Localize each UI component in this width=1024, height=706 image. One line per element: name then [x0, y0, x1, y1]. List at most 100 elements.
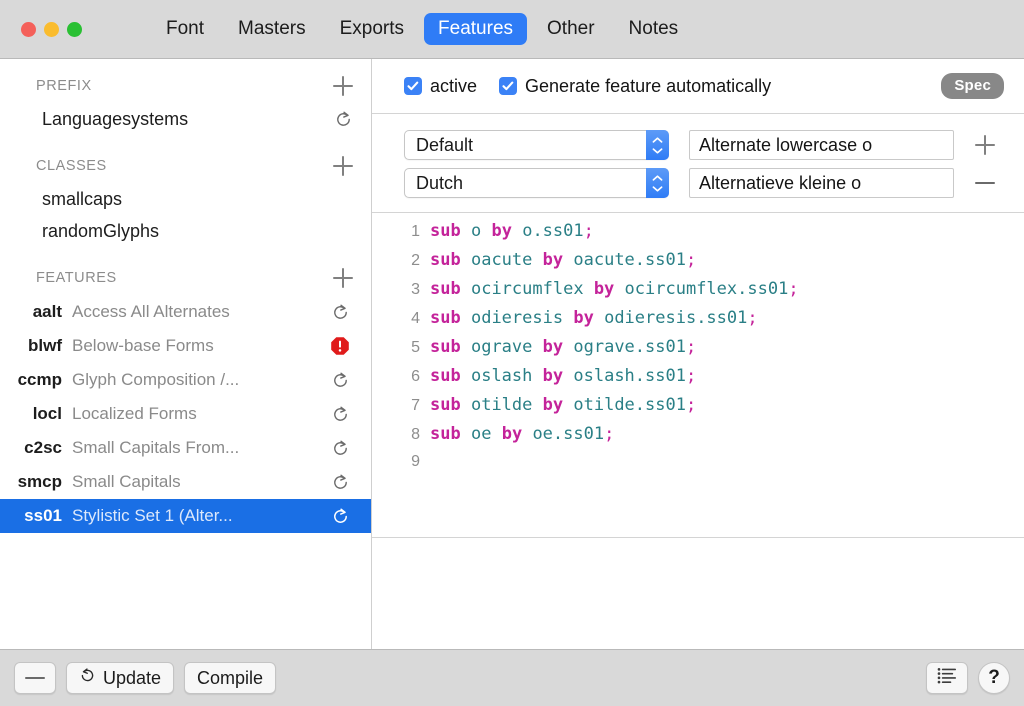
help-button[interactable]: ? [978, 662, 1010, 694]
update-button[interactable]: Update [66, 662, 175, 694]
plus-icon[interactable] [975, 135, 995, 155]
code-token: oe.ss01 [532, 424, 605, 444]
section-title-features: FEATURES [36, 270, 117, 286]
tab-font[interactable]: Font [166, 17, 205, 39]
code-token [461, 366, 471, 386]
minus-icon[interactable] [975, 173, 995, 193]
class-item-randomglyphs[interactable]: randomGlyphs [0, 215, 371, 247]
zoom-button[interactable] [67, 21, 82, 37]
window-controls [21, 21, 82, 37]
feature-row-locl[interactable]: locl Localized Forms [0, 397, 371, 431]
tab-other[interactable]: Other [547, 17, 595, 39]
minimize-button[interactable] [44, 21, 59, 37]
code-token [563, 366, 573, 386]
feature-row-blwf[interactable]: blwf Below-base Forms [0, 329, 371, 363]
active-checkbox-group[interactable]: active [404, 76, 477, 97]
chevron-updown-icon[interactable] [646, 130, 669, 160]
code-token [461, 395, 471, 415]
feature-row-ss01[interactable]: ss01 Stylistic Set 1 (Alter... [0, 499, 371, 533]
code-token: ocircumflex [470, 279, 584, 299]
tab-masters[interactable]: Masters [238, 17, 306, 39]
label-row-default: Default Alternate lowercase o [372, 126, 1024, 164]
close-button[interactable] [21, 21, 36, 37]
feature-options-bar: active Generate feature automatically Sp… [372, 59, 1024, 114]
generate-automatically-checkbox[interactable] [499, 77, 518, 95]
feature-desc: Stylistic Set 1 (Alter... [72, 506, 233, 525]
label-name-field-default[interactable]: Alternate lowercase o [689, 130, 954, 160]
feature-row-aalt[interactable]: aalt Access All Alternates [0, 295, 371, 329]
prefix-item-label: Languagesystems [42, 108, 189, 129]
feature-row-c2sc[interactable]: c2sc Small Capitals From... [0, 431, 371, 465]
code-text: sub oslash by oslash.ss01; [430, 366, 696, 386]
class-item-label: smallcaps [42, 188, 123, 209]
add-label-row-button[interactable] [973, 135, 997, 155]
language-select-dutch[interactable]: Dutch [404, 168, 669, 198]
code-token [563, 250, 573, 270]
refresh-icon[interactable] [327, 405, 353, 424]
code-token: o [470, 221, 482, 241]
code-token: oacute [470, 250, 533, 270]
refresh-icon[interactable] [327, 303, 353, 322]
code-token: sub [430, 424, 461, 444]
refresh-icon[interactable] [327, 371, 353, 390]
code-token [461, 250, 471, 270]
label-name-field-dutch[interactable]: Alternatieve kleine o [689, 168, 954, 198]
code-token [522, 424, 532, 444]
refresh-icon[interactable] [334, 110, 353, 129]
code-token [594, 308, 604, 328]
list-view-button[interactable] [926, 662, 968, 694]
remove-feature-button[interactable] [14, 662, 56, 694]
code-token: by [593, 279, 615, 299]
feature-tag: locl [32, 404, 62, 423]
class-item-smallcaps[interactable]: smallcaps [0, 183, 371, 215]
error-icon[interactable] [327, 336, 353, 356]
compile-button[interactable]: Compile [184, 662, 277, 694]
generate-checkbox-group[interactable]: Generate feature automatically [499, 76, 771, 97]
code-token: oslash.ss01 [573, 366, 686, 386]
refresh-icon[interactable] [327, 473, 353, 492]
feature-desc: Localized Forms [72, 404, 197, 423]
label-name-value: Alternate lowercase o [699, 134, 873, 155]
add-prefix-icon[interactable] [333, 76, 353, 96]
code-line[interactable]: 9 [372, 453, 1024, 482]
code-text: sub o by o.ss01; [430, 221, 594, 241]
code-token: ; [583, 221, 594, 241]
remove-label-row-button[interactable] [973, 173, 997, 193]
active-checkbox[interactable] [404, 77, 422, 95]
code-token [461, 308, 471, 328]
line-number: 3 [411, 281, 420, 298]
tab-notes[interactable]: Notes [628, 17, 679, 39]
add-feature-icon[interactable] [333, 268, 353, 288]
feature-detail-pane: active Generate feature automatically Sp… [372, 59, 1024, 649]
feature-tag: ccmp [17, 370, 62, 389]
code-token: ocircumflex.ss01 [624, 279, 789, 299]
prefix-item-languagesystems[interactable]: Languagesystems [0, 103, 371, 135]
code-token: sub [430, 279, 461, 299]
code-token: ; [685, 337, 697, 357]
code-token: otilde.ss01 [573, 395, 686, 415]
feature-row-ccmp[interactable]: ccmp Glyph Composition /... [0, 363, 371, 397]
code-text: sub ograve by ograve.ss01; [430, 337, 696, 357]
tab-features[interactable]: Features [424, 12, 528, 46]
refresh-icon[interactable] [327, 507, 353, 526]
add-class-icon[interactable] [333, 156, 353, 176]
tab-exports[interactable]: Exports [339, 17, 405, 39]
code-token: ; [747, 308, 758, 328]
features-sidebar: PREFIX Languagesystems CLASSES sma [0, 59, 372, 649]
refresh-icon[interactable] [327, 439, 353, 458]
feature-row-smcp[interactable]: smcp Small Capitals [0, 465, 371, 499]
chevron-updown-icon[interactable] [646, 168, 669, 198]
feature-desc: Small Capitals [72, 472, 181, 491]
class-item-label: randomGlyphs [42, 220, 160, 241]
spec-badge[interactable]: Spec [941, 73, 1004, 99]
language-select-default[interactable]: Default [404, 130, 669, 160]
